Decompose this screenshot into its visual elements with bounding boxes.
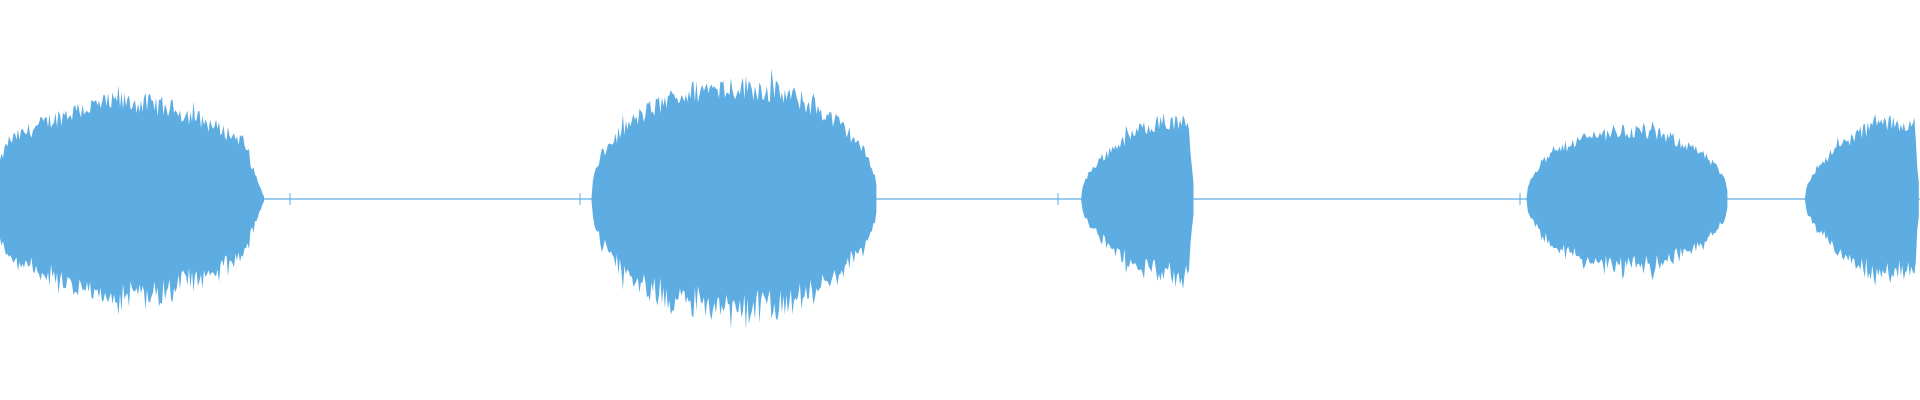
waveform-segment-5: [1804, 114, 1919, 287]
waveform-segment-2: [591, 68, 877, 331]
waveform-segment-1: [0, 85, 264, 315]
waveform-segment-4: [1526, 121, 1728, 281]
waveform-segments: [0, 68, 1919, 331]
waveform-segment-3: [1081, 113, 1194, 290]
